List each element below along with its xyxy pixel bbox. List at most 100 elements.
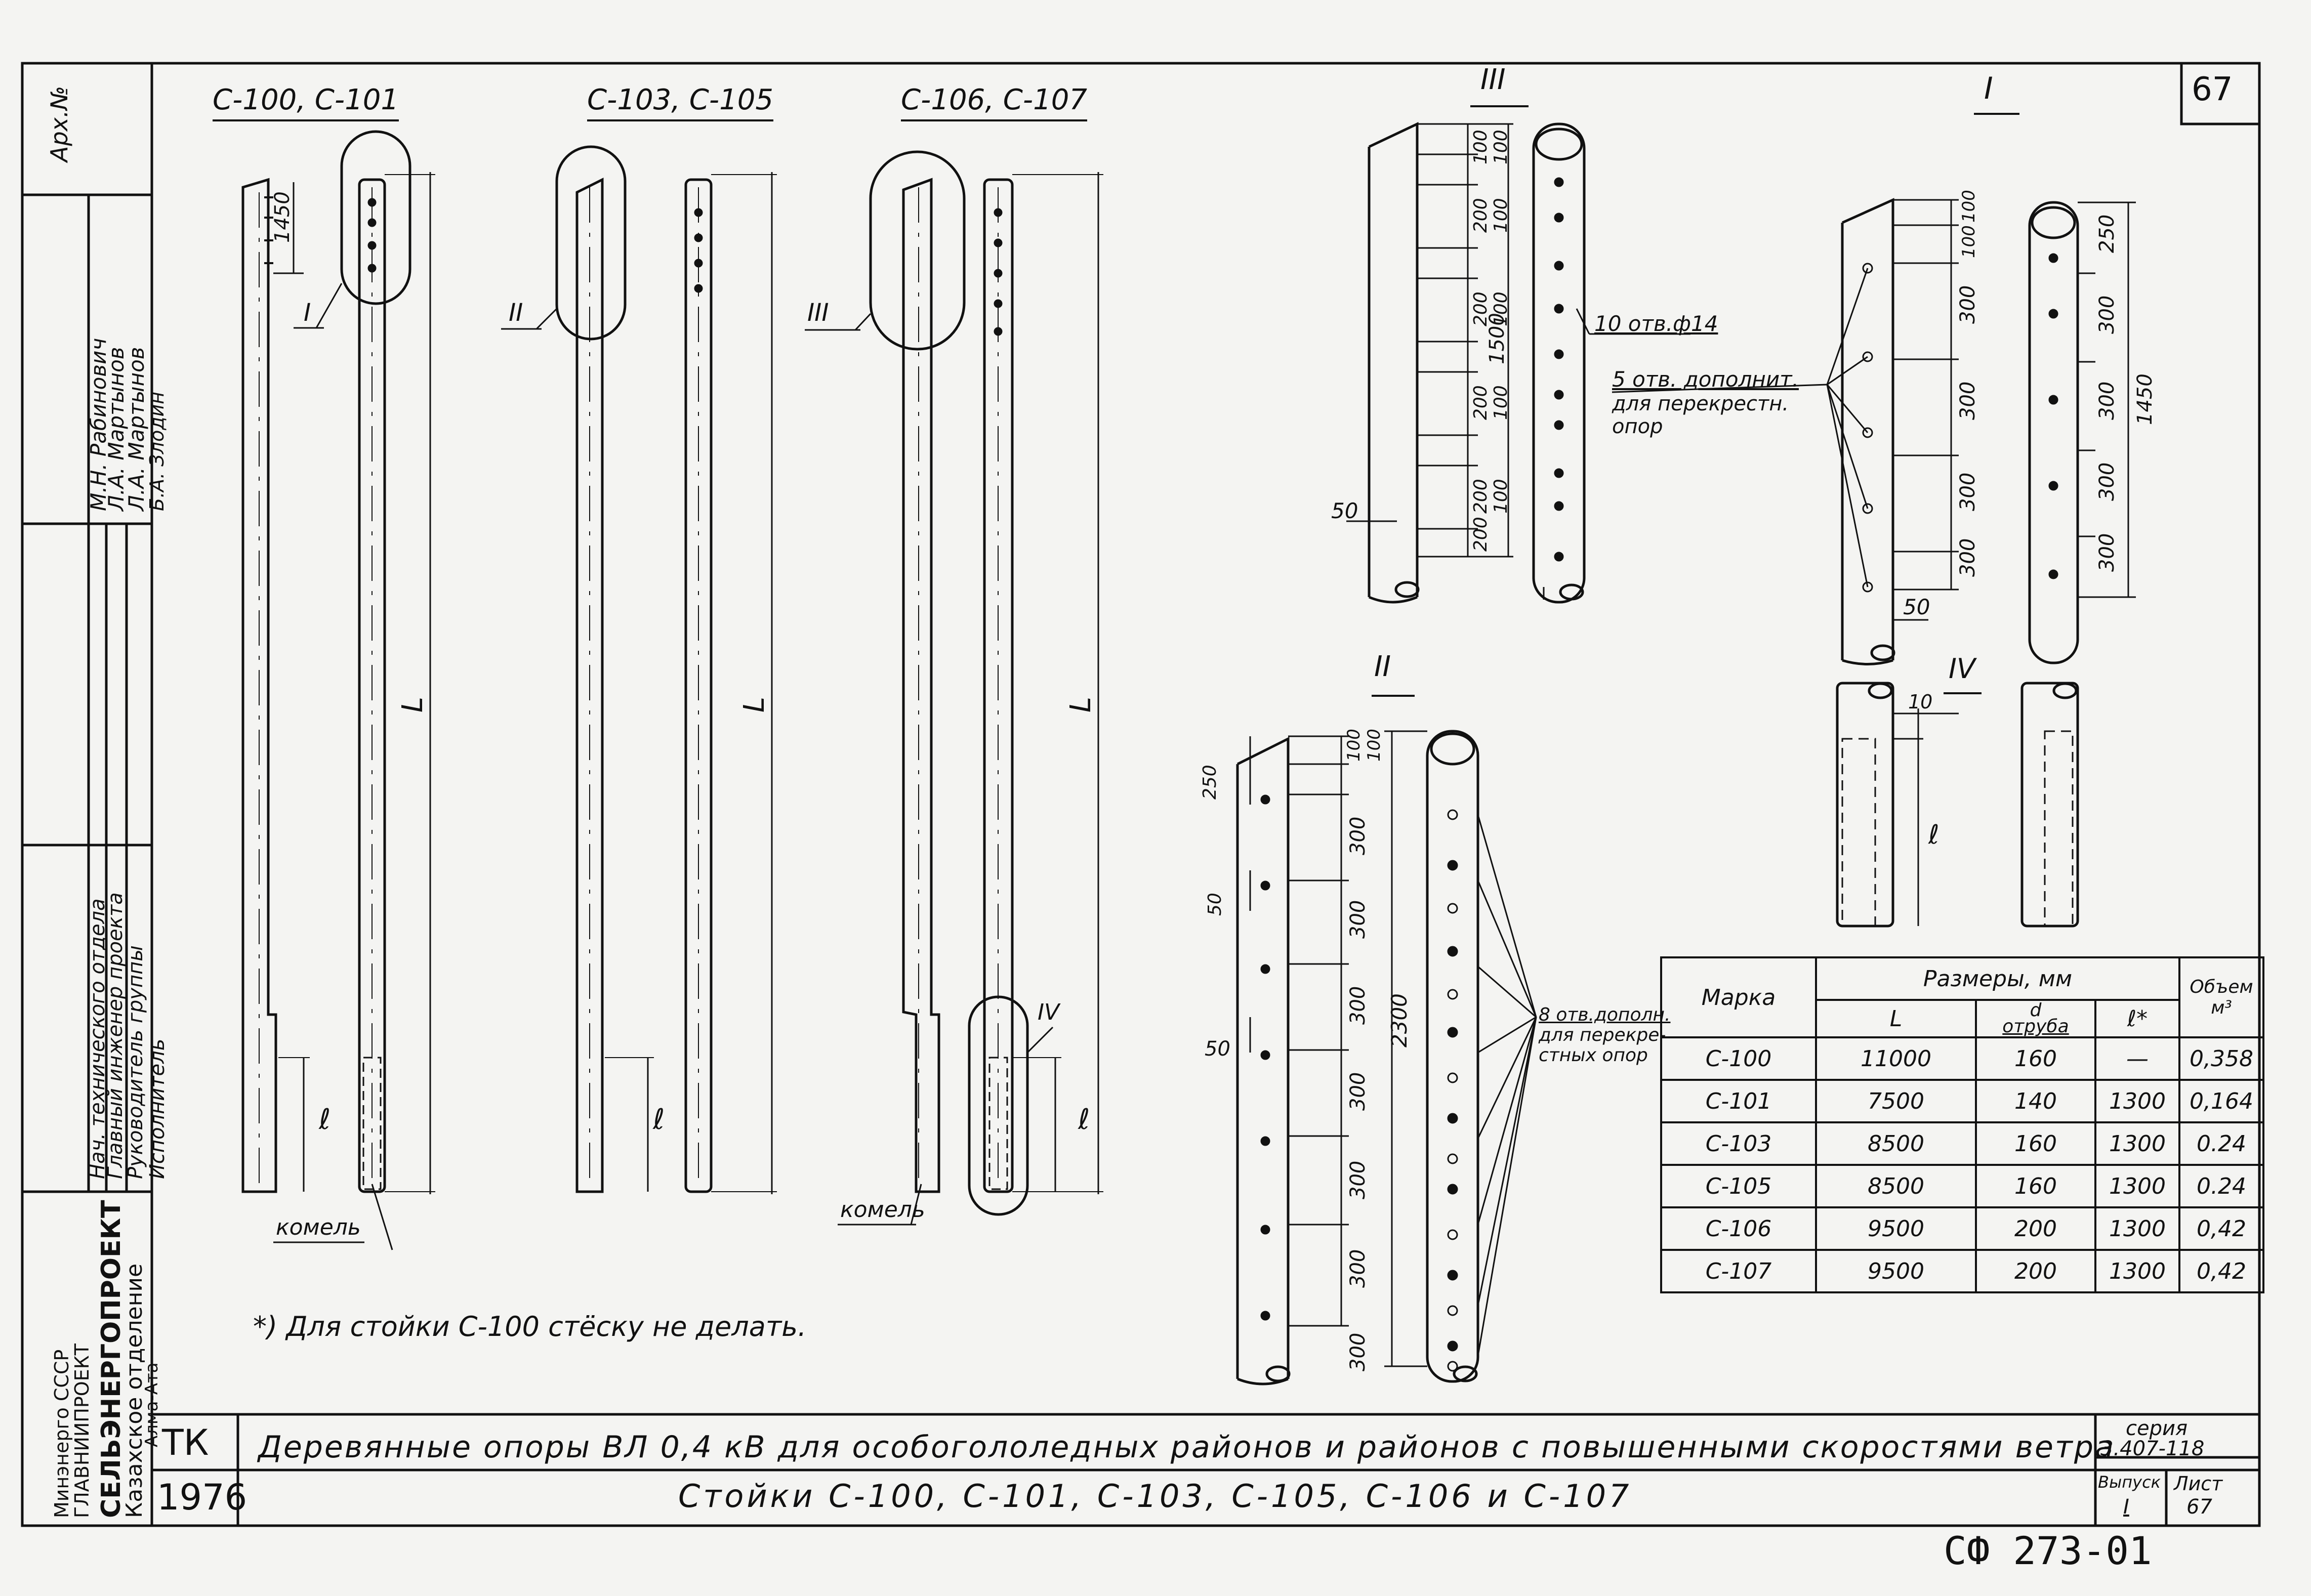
detail-III-total: 1500 — [1485, 313, 1509, 364]
table-row: С-100 11000 160 — 0,358 — [1660, 1036, 2264, 1081]
pole-group-1 — [241, 130, 435, 1250]
detail-III-dim-7: 100 — [1491, 385, 1511, 420]
header-d-sub: отруба — [2002, 1016, 2069, 1037]
header-l: ℓ* — [2094, 999, 2180, 1038]
cell-L: 8500 — [1815, 1121, 1977, 1166]
archive-stamp: СФ 273-01 — [1944, 1528, 2152, 1573]
detail-III-holes: 10 отв.ф14 — [1594, 311, 1718, 336]
detail-III-dim-3: 100 — [1491, 198, 1511, 233]
detail-I-right-dim-3: 300 — [2095, 462, 2119, 501]
cell-d: 160 — [1975, 1121, 2096, 1166]
detail-I-dim-0: 100 — [1959, 190, 1979, 223]
cell-d: 200 — [1975, 1206, 2096, 1251]
komel-label-2: комель — [840, 1197, 925, 1223]
sheet-label: Лист — [2174, 1473, 2223, 1495]
detail-I-note-1: 5 отв. дополнит. — [1612, 367, 1799, 392]
pole-group-2-title: С-103, С-105 — [587, 83, 773, 121]
header-volume: Объем м³ — [2178, 956, 2264, 1038]
pole-group-3 — [805, 150, 1103, 1226]
signature-role-4: Исполнитель — [146, 1038, 169, 1179]
detail-III-dim-0: 100 — [1491, 130, 1511, 164]
sheet-value: 67 — [2186, 1495, 2212, 1519]
detail-I-dim-5: 300 — [1956, 538, 1979, 577]
detail-II-left-dim-2: 50 — [1205, 1037, 1230, 1061]
detail-I-right-dim-0: 250 — [2095, 214, 2119, 253]
series-label: серия — [2126, 1417, 2188, 1440]
cell-mark: С-105 — [1660, 1164, 1817, 1208]
dim-1450: 1450 — [271, 191, 294, 243]
pole-group-2 — [501, 145, 777, 1194]
header-volume-unit: м³ — [2211, 997, 2232, 1018]
cell-d: 160 — [1975, 1036, 2096, 1081]
detail-I-dim-1: 100 — [1959, 225, 1979, 258]
cell-L: 7500 — [1815, 1079, 1977, 1123]
header-volume-label: Объем — [2190, 977, 2253, 997]
detail-III-dim-9: 100 — [1491, 479, 1511, 514]
detail-I-total: 1450 — [2133, 373, 2157, 425]
detail-III-dim-1: 100 — [1470, 130, 1491, 164]
cell-L: 9500 — [1815, 1249, 1977, 1293]
signature-name-3: Л.А. Мартынов — [124, 347, 149, 511]
org-line-5: Алма-Ата — [142, 1362, 162, 1447]
detail-II-dim-4: 300 — [1346, 986, 1370, 1025]
sheet-number: 67 — [2192, 71, 2233, 108]
detail-II-note-2: для перекре- — [1539, 1025, 1666, 1045]
detail-I-bottom: 50 — [1903, 595, 1930, 619]
cell-l: 1300 — [2094, 1164, 2180, 1208]
sheet-frame — [21, 62, 2261, 1527]
l-dim-1: ℓ — [319, 1103, 331, 1136]
detail-I-dim-2: 300 — [1956, 285, 1979, 324]
L-dim-3: L — [1064, 696, 1098, 713]
issue-value: I — [2123, 1495, 2129, 1519]
cell-d: 140 — [1975, 1079, 2096, 1123]
year-label: 1976 — [157, 1477, 247, 1518]
detail-IV-title: IV — [1949, 653, 1975, 685]
detail-II-dim-0: 100 — [1344, 729, 1364, 762]
header-d-label: d — [2030, 1000, 2042, 1021]
cell-l: 1300 — [2094, 1121, 2180, 1166]
detail-I-right-dim-2: 300 — [2095, 381, 2119, 420]
detail-III-dim-2: 200 — [1470, 198, 1491, 233]
detail-I-note-2: для перекрестн. — [1612, 392, 1789, 415]
cell-volume: 0,42 — [2178, 1249, 2264, 1293]
detail-III-drawing — [1346, 105, 1690, 604]
detail-II-title: II — [1374, 650, 1391, 683]
cell-volume: 0.24 — [2178, 1121, 2264, 1166]
cell-L: 11000 — [1815, 1036, 1977, 1081]
cell-d: 160 — [1975, 1164, 2096, 1208]
header-L: L — [1815, 999, 1977, 1038]
spec-table: Марка Размеры, мм Объем м³ L d отруба ℓ*… — [1660, 956, 2264, 1293]
header-mark: Марка — [1660, 956, 1817, 1038]
detail-III-left: 50 — [1331, 498, 1358, 523]
table-subheader-row: L d отруба ℓ* — [1661, 999, 2263, 1038]
detail-III-dim-6: 200 — [1470, 385, 1491, 420]
detail-II-dim-2: 300 — [1346, 816, 1370, 855]
cell-volume: 0.24 — [2178, 1164, 2264, 1208]
detail-I-title: I — [1984, 71, 1993, 106]
series-value: 3.407-118 — [2100, 1437, 2205, 1460]
org-line-2: ГЛАВНИИПРОЕКТ — [71, 1343, 93, 1518]
signature-name-4: Б.А. Злодин — [146, 391, 168, 511]
detail-II-dim-5: 300 — [1346, 1072, 1370, 1111]
detail-I-dim-4: 300 — [1956, 472, 1979, 511]
table-row: С-103 8500 160 1300 0.24 — [1660, 1121, 2264, 1166]
detail-II-left-dim-1: 50 — [1205, 893, 1225, 916]
detail-II-dim-6: 300 — [1346, 1160, 1370, 1199]
table-row: С-107 9500 200 1300 0,42 — [1660, 1249, 2264, 1293]
detail-II-dim-7: 300 — [1346, 1249, 1370, 1288]
cell-l: — — [2094, 1036, 2180, 1081]
detail-I-right-dim-4: 300 — [2095, 533, 2119, 572]
table-row: С-106 9500 200 1300 0,42 — [1660, 1206, 2264, 1251]
cell-l: 1300 — [2094, 1206, 2180, 1251]
cell-mark: С-100 — [1660, 1036, 1817, 1081]
detail-II-dim-8: 300 — [1346, 1332, 1370, 1371]
detail-I-note-3: опор — [1612, 415, 1663, 438]
signatures — [30, 536, 147, 835]
detail-II-drawing — [1236, 695, 1537, 1385]
callout-I-label: I — [304, 299, 311, 327]
title-sub: Стойки С-100, С-101, С-103, С-105, С-106… — [678, 1478, 1632, 1515]
callout-IV-label: IV — [1038, 999, 1060, 1025]
detail-II-note-3: стных опор — [1539, 1045, 1648, 1066]
detail-II-dim-3: 300 — [1346, 900, 1370, 939]
cell-d: 200 — [1975, 1249, 2096, 1293]
